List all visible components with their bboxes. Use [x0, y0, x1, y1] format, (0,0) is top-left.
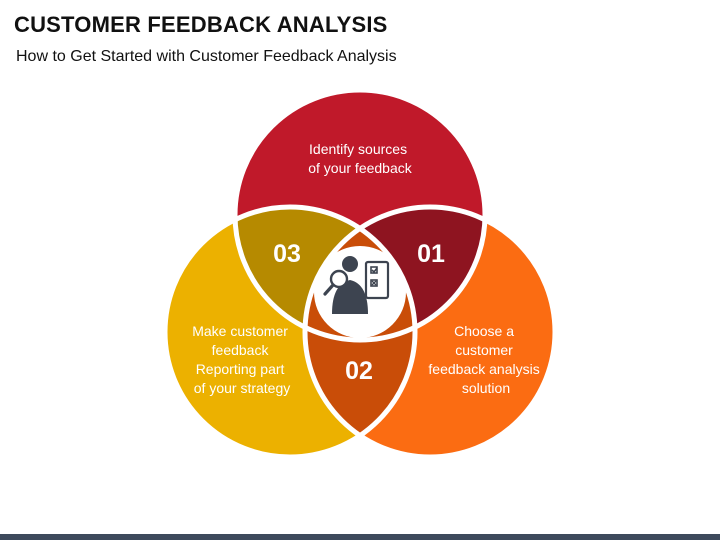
circle-right-text-line: customer	[455, 342, 513, 358]
circle-left-text-line: feedback	[212, 342, 270, 358]
circle-right-text-line: solution	[462, 380, 510, 396]
circle-left-text-line: Make customer	[192, 323, 288, 339]
footer-bar	[0, 534, 720, 540]
circle-top-text: Identify sources of your feedback	[308, 141, 413, 176]
circle-top-text-line: Identify sources	[309, 141, 407, 157]
circle-left-text-line: of your strategy	[194, 380, 291, 396]
person-with-magnifier-and-checklist-icon	[323, 256, 390, 314]
circle-top-text-line: of your feedback	[308, 160, 413, 176]
page-subtitle: How to Get Started with Customer Feedbac…	[16, 48, 397, 65]
circle-right-text: Choose a customer feedback analysis solu…	[428, 323, 543, 396]
overlap-02-label: 02	[345, 357, 373, 385]
circle-left-text: Make customer feedback Reporting part of…	[192, 323, 292, 396]
circle-left-text-line: Reporting part	[196, 361, 285, 377]
page-title: CUSTOMER FEEDBACK ANALYSIS	[14, 12, 388, 37]
overlap-01-label: 01	[417, 240, 445, 268]
circle-right-text-line: Choose a	[454, 323, 514, 339]
circle-right-text-line: feedback analysis	[428, 361, 539, 377]
overlap-03-label: 03	[273, 240, 301, 268]
